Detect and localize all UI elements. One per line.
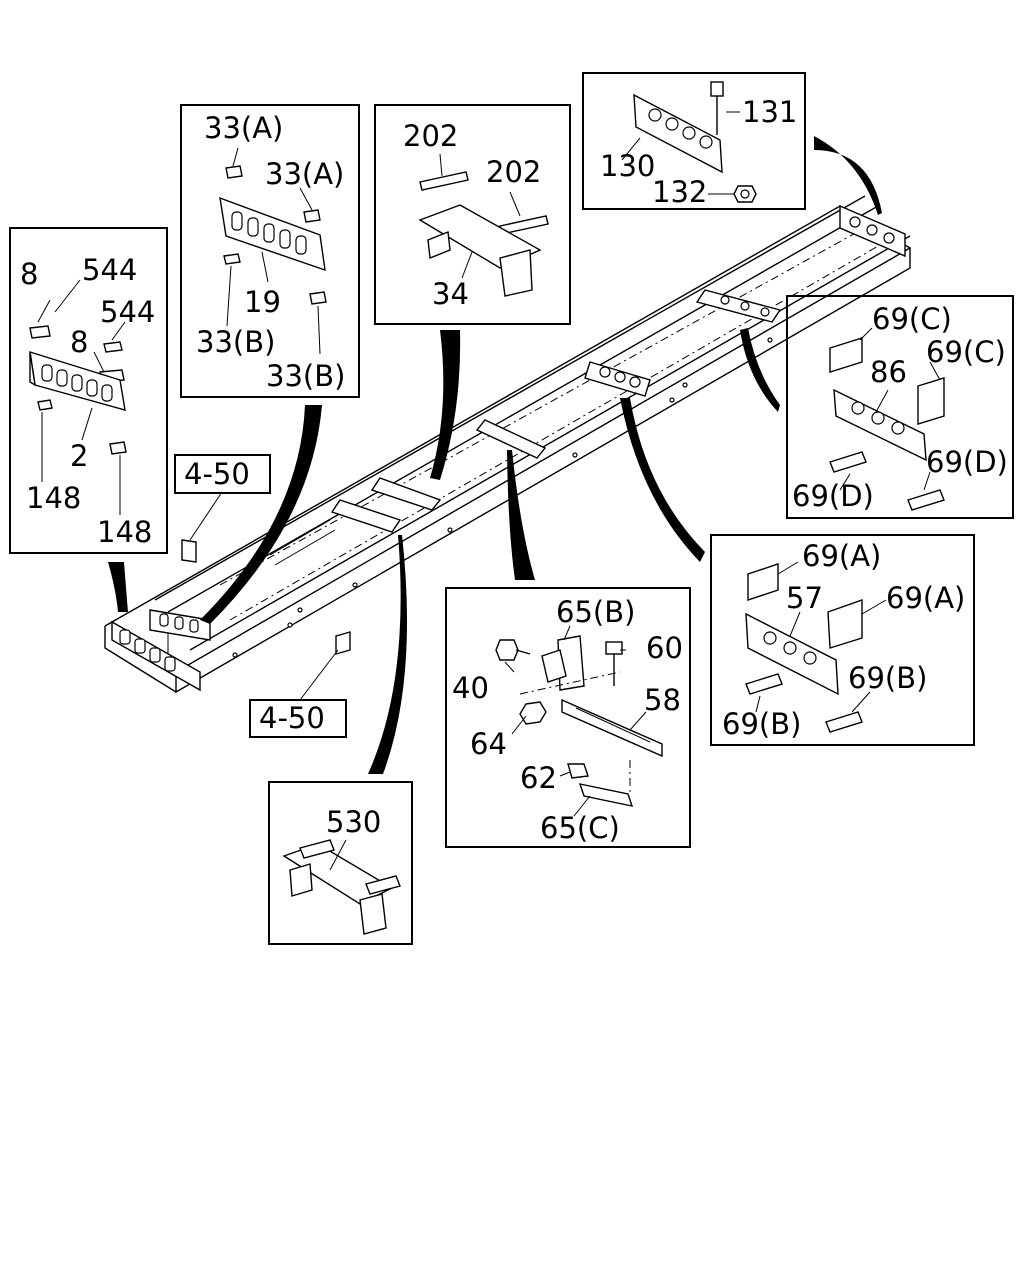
reference-box	[174, 454, 271, 494]
reference-box	[249, 699, 347, 738]
panel-crossmember-530-frame	[268, 781, 413, 945]
panel-frame-front	[9, 227, 168, 554]
callout-69c: 69(C)	[926, 335, 1006, 369]
panel-crossmember-530: 530	[268, 781, 413, 945]
callout-8: 8	[20, 257, 38, 291]
callout-40: 40	[452, 671, 489, 705]
panel-rear-end-member: 131 130 132	[582, 72, 806, 210]
callout-69a: 69(A)	[886, 581, 965, 615]
bolt-head	[710, 81, 724, 97]
callout-33b: 33(B)	[196, 325, 275, 359]
reference-bracket-lower	[299, 631, 351, 701]
callout-69d: 69(D)	[926, 445, 1008, 479]
callout-33a: 33(A)	[204, 111, 283, 145]
callout-69a: 69(A)	[802, 539, 881, 573]
reference-bracket-upper	[181, 491, 223, 563]
panel-crossmember-34: 202 202 34	[374, 104, 571, 325]
callout-65c: 65(C)	[540, 811, 620, 845]
panel-crossmember-19: 33(A) 33(A) 19 33(B) 33(B)	[180, 104, 360, 398]
callout-544: 544	[100, 295, 155, 329]
connector-arrows	[108, 136, 882, 774]
callout-58: 58	[644, 683, 681, 717]
bolt-60-head	[605, 641, 623, 655]
callout-57: 57	[786, 581, 823, 615]
panel-bracket-58-frame	[445, 587, 691, 848]
panel-crossmember-57-frame	[710, 534, 975, 746]
callout-130: 130	[600, 149, 655, 183]
callout-8: 8	[70, 325, 88, 359]
callout-148: 148	[97, 515, 152, 549]
callout-69b: 69(B)	[722, 707, 801, 741]
panel-front-crossmember: 8 544 544 8 2 148 148	[9, 227, 168, 554]
callout-64: 64	[470, 727, 507, 761]
callout-34: 34	[432, 277, 469, 311]
panel-crossmember-57: 69(A) 57 69(A) 69(B) 69(B)	[710, 534, 975, 746]
callout-148: 148	[26, 481, 81, 515]
reference-4-50-upper: 4-50	[174, 454, 271, 494]
callout-86: 86	[870, 355, 907, 389]
panel-bracket-58: 65(B) 60 40 58 64 62 65(C)	[445, 587, 691, 848]
reference-label: 4-50	[184, 457, 250, 491]
callout-33b: 33(B)	[266, 359, 345, 393]
panel-crossmember-86-frame	[786, 295, 1014, 519]
callout-2: 2	[70, 439, 88, 473]
callout-202: 202	[403, 119, 458, 153]
reference-label: 4-50	[259, 701, 325, 735]
callout-131: 131	[742, 95, 797, 129]
callout-69b: 69(B)	[848, 661, 927, 695]
callout-60: 60	[646, 631, 683, 665]
panel-crossmember-86: 69(C) 69(C) 86 69(D) 69(D)	[786, 295, 1014, 519]
reference-4-50-lower: 4-50	[249, 699, 347, 738]
callout-33a: 33(A)	[265, 157, 344, 191]
callout-62: 62	[520, 761, 557, 795]
panel-rear-end-frame	[582, 72, 806, 210]
panel-crossmember-19-frame	[180, 104, 360, 398]
callout-65b: 65(B)	[556, 595, 635, 629]
callout-19: 19	[244, 285, 281, 319]
callout-69c: 69(C)	[872, 302, 952, 336]
main-chassis-frame	[104, 195, 912, 694]
panel-crossmember-34-frame	[374, 104, 571, 325]
callout-530: 530	[326, 805, 381, 839]
callout-69d: 69(D)	[792, 479, 874, 513]
callout-132: 132	[652, 175, 707, 209]
callout-544: 544	[82, 253, 137, 287]
callout-202: 202	[486, 155, 541, 189]
